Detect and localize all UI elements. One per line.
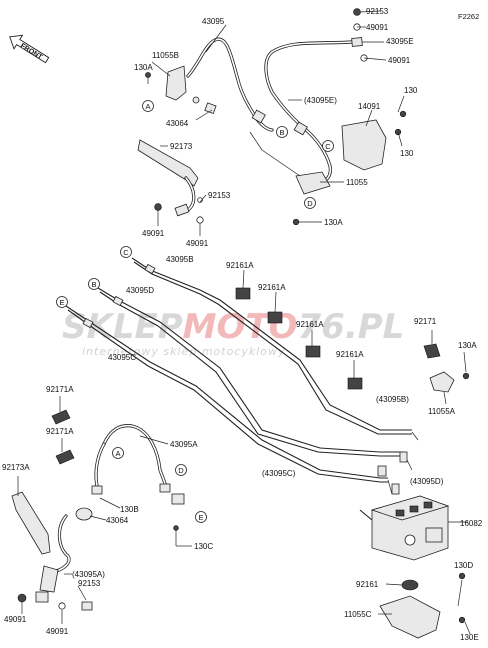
callout-C-mid: C [120,246,132,258]
label-11055A: 11055A [428,407,456,416]
label-49091-mid: 49091 [142,229,165,238]
label-92153-mid: 92153 [208,191,231,200]
label-43095D: 43095D [126,286,154,295]
label-92171A-1: 92171A [46,385,74,394]
label-130-a: 130 [404,86,418,95]
callout-B-mid: B [88,278,100,290]
label-43064-top: 43064 [166,119,189,128]
label-92161-bot: 92161 [356,580,379,589]
label-49091-top2: 49091 [388,56,411,65]
svg-text:D: D [178,466,184,475]
abs-unit [370,495,450,561]
callout-B-top: B [276,126,288,138]
callout-E-mid: E [56,296,68,308]
svg-text:E: E [198,513,203,522]
svg-text:A: A [145,102,150,111]
label-49091-top: 49091 [366,23,389,32]
callout-A-bot: A [112,447,124,459]
label-49091-bot2: 49091 [46,627,69,636]
label-92153-bot: 92153 [78,579,101,588]
label-130A-right: 130A [458,341,477,350]
svg-text:C: C [123,248,129,257]
label-11055: 11055 [346,178,368,187]
label-130A-mid: 130A [324,218,343,227]
label-43095C: 43095C [108,353,136,362]
label-14091: 14091 [358,102,381,111]
label-11055C: 11055C [344,610,372,619]
svg-text:E: E [59,298,64,307]
label-92171: 92171 [414,317,437,326]
label-49091-bot1: 49091 [4,615,27,624]
label-43095B-paren: (43095B) [376,395,409,404]
label-43095E: 43095E [386,37,414,46]
callout-C-top: C [322,140,334,152]
label-43095B: 43095B [166,255,194,264]
label-92153-top: 92153 [366,7,389,16]
label-92173: 92173 [170,142,193,151]
callout-D-top: D [304,197,316,209]
label-92161A-3: 92161A [296,320,324,329]
label-43064-bot: 43064 [106,516,129,525]
label-92161A-1: 92161A [226,261,254,270]
label-92171A-2: 92171A [46,427,74,436]
label-11055B: 11055B [152,51,179,60]
label-49091-mid2: 49091 [186,239,209,248]
label-43095A-paren: (43095A) [72,570,105,579]
label-92161A-2: 92161A [258,283,286,292]
label-130D: 130D [454,561,473,570]
label-130C: 130C [194,542,213,551]
label-43095A: 43095A [170,440,198,449]
svg-text:A: A [115,449,120,458]
label-16082: 16082 [460,519,483,528]
svg-text:B: B [91,280,96,289]
label-130B: 130B [120,505,139,514]
callout-D-bot: D [175,464,187,476]
label-43095E-paren: (43095E) [304,96,337,105]
watermark-brand: SKLEPMOTO76.PL [62,307,404,347]
label-43095D-paren: (43095D) [410,477,444,486]
callout-A-top: A [142,100,154,112]
label-92173A: 92173A [2,463,30,472]
svg-text:B: B [279,128,284,137]
label-130A-top: 130A [134,63,153,72]
callout-E-bot: E [195,511,207,523]
label-43095C-paren: (43095C) [262,469,296,478]
label-130-b: 130 [400,149,414,158]
figure-code: F2262 [458,12,479,21]
svg-text:D: D [307,199,313,208]
front-arrow-icon: FRONT [9,34,50,64]
label-92161A-4: 92161A [336,350,364,359]
label-43095: 43095 [202,17,225,26]
svg-text:C: C [325,142,331,151]
label-130E: 130E [460,633,479,642]
